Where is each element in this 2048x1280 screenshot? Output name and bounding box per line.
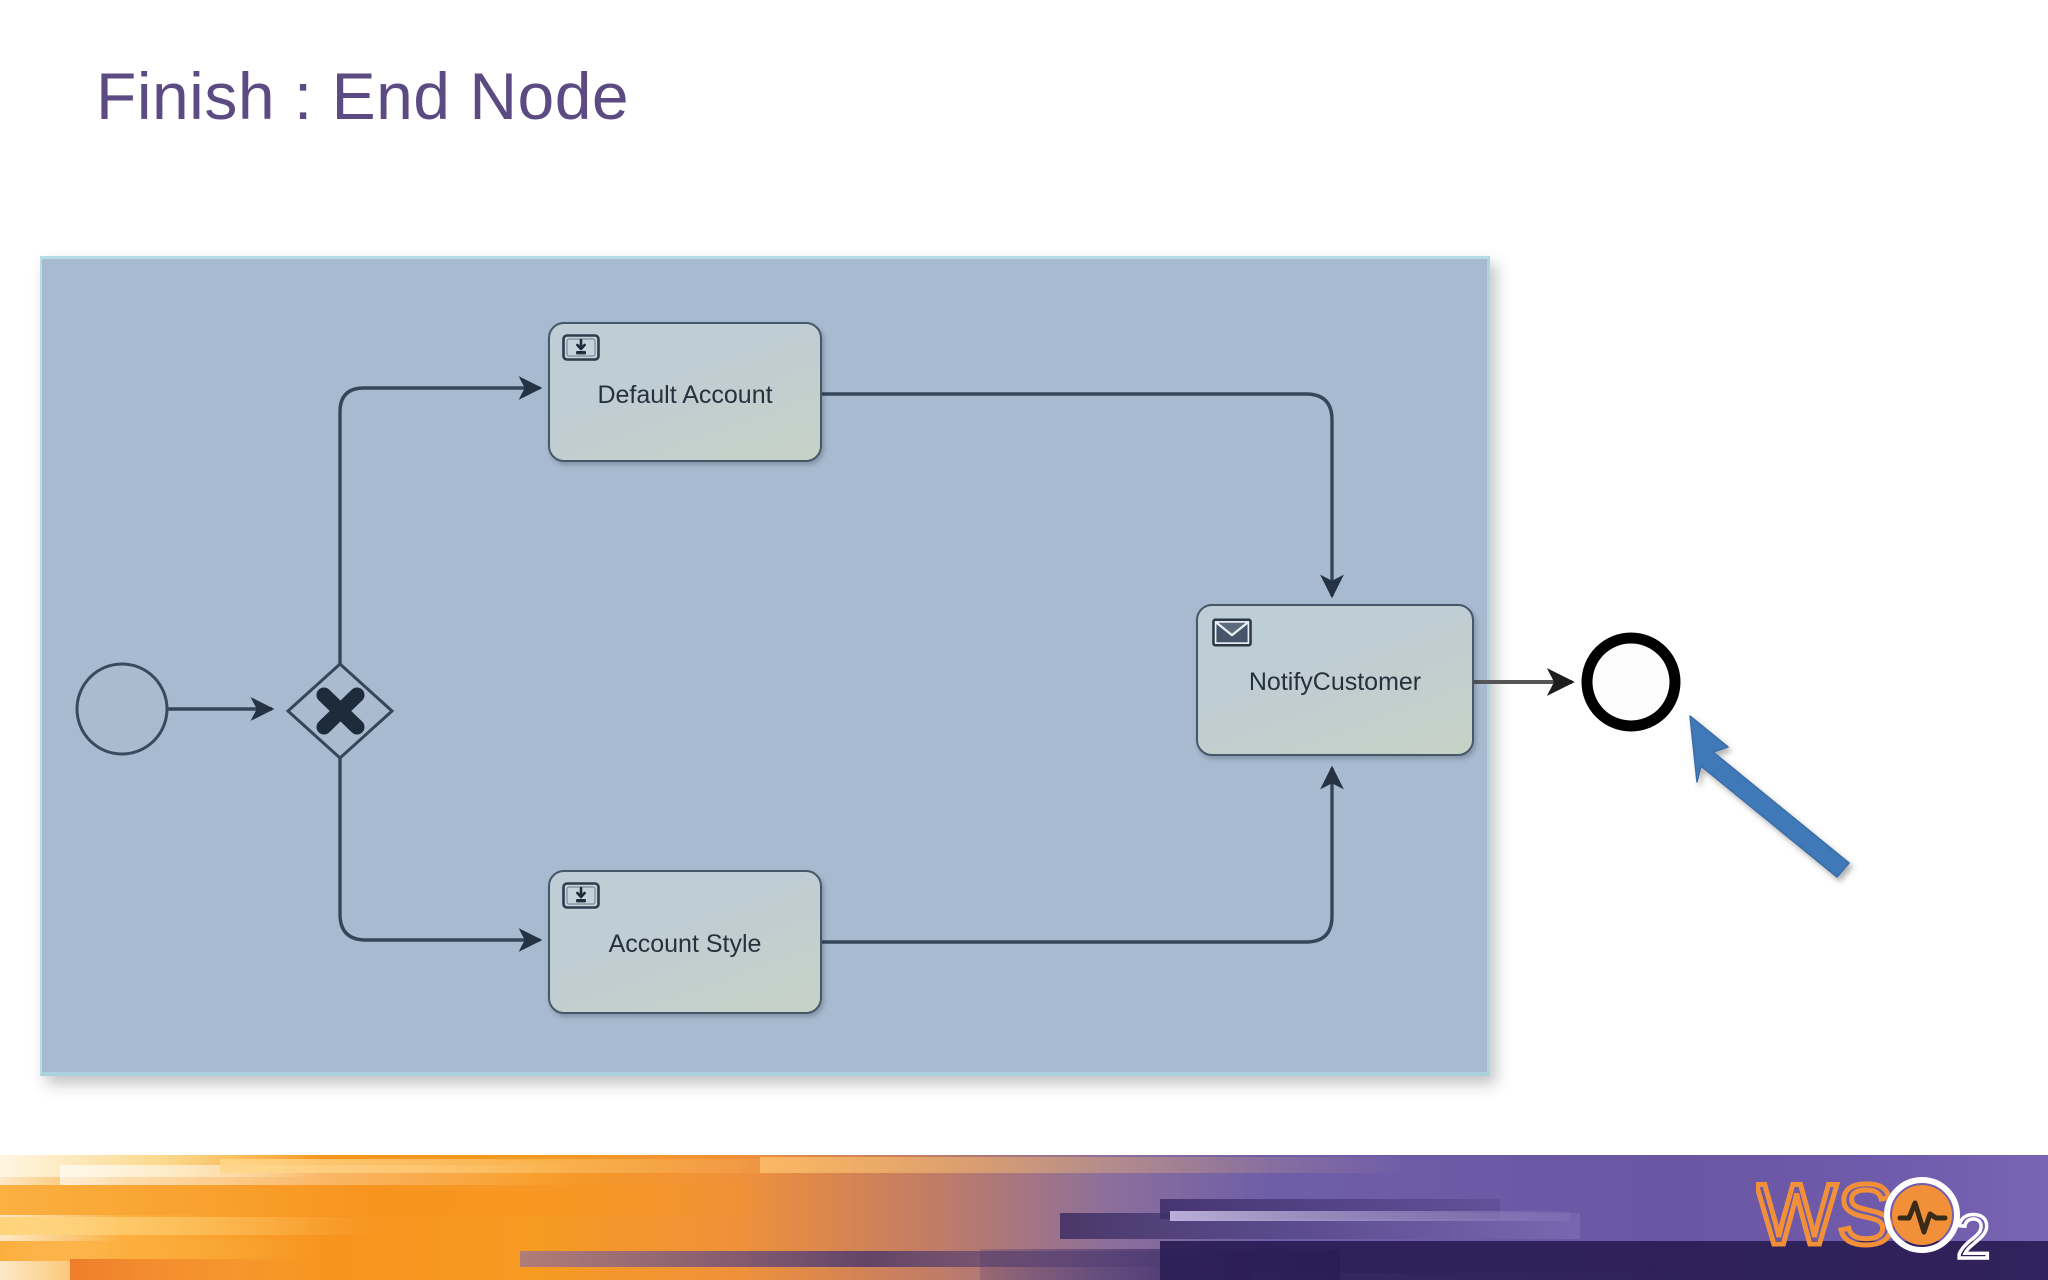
wso2-subscript: 2 [1956,1203,1990,1262]
send-task-envelope-icon [1212,618,1252,647]
footer-streak [0,1155,320,1177]
footer-streak [70,1259,310,1280]
task-node-default-account[interactable]: Default Account [548,322,822,462]
footer-streak [0,1241,300,1261]
wso2-wordmark: WS [1756,1170,1895,1262]
pulse-circle-icon [1884,1177,1960,1253]
wso2-logo: WS 2 [1756,1170,1992,1262]
task-node-notify-customer[interactable]: NotifyCustomer [1196,604,1474,756]
task-label-notify-customer: NotifyCustomer [1248,668,1422,696]
footer-streak [1250,1273,1680,1280]
footer-streak [1170,1211,1570,1221]
task-label-default-account: Default Account [597,381,773,409]
footer-brand-band: WS 2 [0,1155,2048,1280]
pointer-arrow-annotation [1689,715,1850,878]
task-label-account-style: Account Style [608,930,762,958]
page-title: Finish : End Node [96,59,630,133]
footer-streak [1160,1199,1500,1219]
footer-streak [60,1165,580,1191]
end-event-node[interactable] [1581,632,1681,732]
task-node-account-style[interactable]: Account Style [548,870,822,1014]
footer-streak [980,1249,1340,1280]
footer-streak [220,1159,820,1173]
footer-streak [1060,1213,1580,1239]
receive-task-icon [562,882,600,909]
footer-streak [0,1217,380,1235]
footer-streak [0,1185,760,1215]
receive-task-icon [562,334,600,361]
footer-streak [520,1251,1220,1267]
footer-streak [760,1157,1400,1173]
